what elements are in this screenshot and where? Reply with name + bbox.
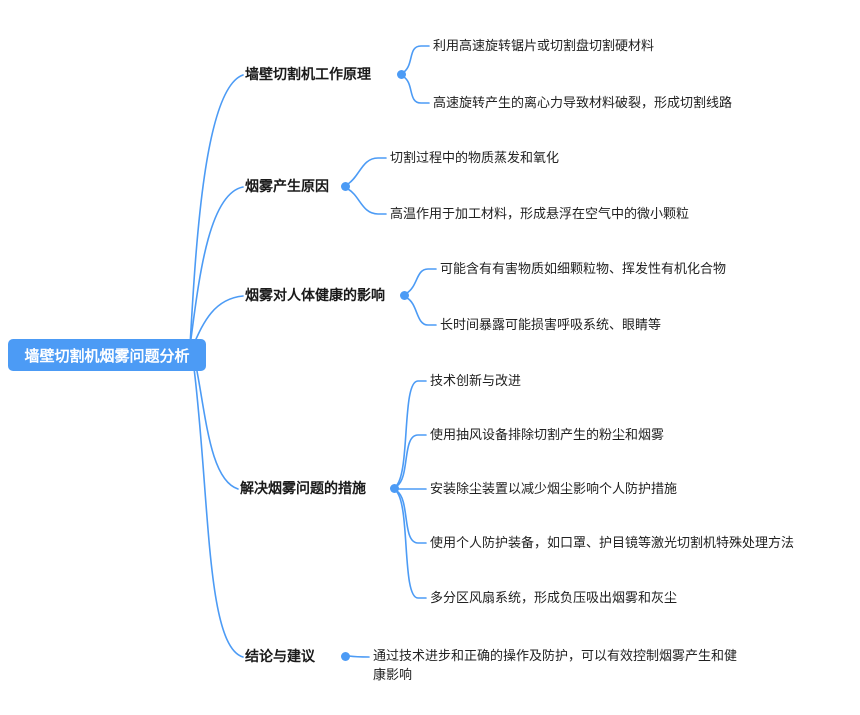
leaf-node[interactable]: 安装除尘装置以减少烟尘影响个人防护措施	[430, 481, 678, 496]
connector-b4-leaf5	[396, 491, 427, 599]
connector-b2-leaf2	[347, 188, 387, 215]
branch-node-conclusion[interactable]: 结论与建议	[245, 648, 315, 664]
connector-b3-leaf2	[406, 297, 437, 326]
leaf-node[interactable]: 长时间暴露可能损害呼吸系统、眼睛等	[440, 317, 662, 332]
connector-b4-leaf2	[396, 434, 427, 487]
branch-node-working-principle[interactable]: 墙壁切割机工作原理	[245, 66, 371, 82]
leaf-node[interactable]: 高速旋转产生的离心力导致材料破裂，形成切割线路	[433, 95, 733, 110]
connector-root-branch5	[193, 367, 244, 658]
leaf-node[interactable]: 使用个人防护装备，如口罩、护目镜等激光切割机特殊处理方法	[430, 535, 795, 550]
branch-dot-working-principle[interactable]	[397, 70, 406, 79]
connector-b5-leaf1	[348, 655, 370, 658]
connector-root-branch4	[195, 365, 239, 490]
connector-b4-leaf4	[396, 490, 427, 544]
branch-dot-conclusion[interactable]	[341, 652, 350, 661]
leaf-node[interactable]: 多分区风扇系统，形成负压吸出烟雾和灰尘	[430, 590, 678, 605]
leaf-node[interactable]: 使用抽风设备排除切割产生的粉尘和烟雾	[430, 427, 665, 442]
connector-b2-leaf1	[347, 157, 387, 185]
branch-node-health-effects[interactable]: 烟雾对人体健康的影响	[245, 287, 385, 303]
connector-b1-leaf1	[403, 45, 430, 73]
connector-b4-leaf1	[396, 380, 427, 486]
leaf-node[interactable]: 通过技术进步和正确的操作及防护，可以有效控制烟雾产生和健康影响	[373, 648, 738, 682]
leaf-node[interactable]: 切割过程中的物质蒸发和氧化	[390, 150, 560, 165]
branch-node-smoke-causes[interactable]: 烟雾产生原因	[245, 178, 329, 194]
leaf-node[interactable]: 技术创新与改进	[430, 373, 522, 388]
connector-b1-leaf2	[403, 76, 430, 104]
connector-root-branch2	[189, 186, 244, 347]
branch-dot-smoke-causes[interactable]	[341, 182, 350, 191]
leaf-node[interactable]: 高温作用于加工材料，形成悬浮在空气中的微小颗粒	[390, 206, 690, 221]
root-node[interactable]: 墙壁切割机烟雾问题分析	[8, 339, 206, 371]
leaf-node[interactable]: 利用高速旋转锯片或切割盘切割硬材料	[433, 38, 655, 53]
branch-node-solutions[interactable]: 解决烟雾问题的措施	[240, 480, 366, 496]
connector-b3-leaf1	[406, 268, 437, 294]
leaf-node[interactable]: 可能含有有害物质如细颗粒物、挥发性有机化合物	[440, 261, 727, 276]
branch-dot-health-effects[interactable]	[400, 291, 409, 300]
connector-root-branch1	[189, 74, 244, 347]
branch-dot-solutions[interactable]	[390, 484, 399, 493]
